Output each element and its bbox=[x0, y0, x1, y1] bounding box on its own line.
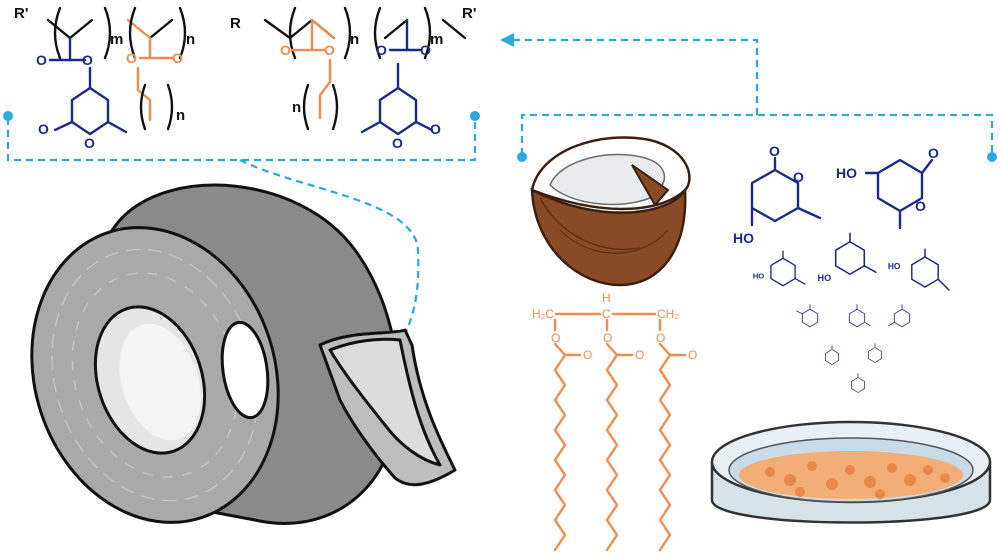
svg-text:HO: HO bbox=[753, 272, 765, 281]
svg-text:HO: HO bbox=[888, 261, 901, 271]
backbone-segment-4 bbox=[383, 18, 409, 40]
svg-text:O: O bbox=[280, 42, 291, 58]
alkyl-side-chain-left: O O n bbox=[126, 36, 185, 131]
arrowhead-left-icon bbox=[500, 33, 514, 47]
triglyceride-structure: H₂C H C CH₂ O O O O O O bbox=[532, 291, 697, 552]
svg-text:O: O bbox=[376, 42, 387, 58]
svg-text:O: O bbox=[172, 50, 183, 66]
svg-text:HO: HO bbox=[836, 165, 857, 181]
svg-text:O: O bbox=[82, 52, 93, 68]
pyrone-small-4 bbox=[825, 345, 839, 365]
bracket-4-close bbox=[423, 6, 432, 60]
connector-dot-left bbox=[3, 111, 13, 121]
svg-text:O: O bbox=[688, 348, 697, 362]
svg-text:O: O bbox=[928, 145, 939, 161]
fatty-acid-chain-3 bbox=[658, 353, 672, 552]
bracket-left-open bbox=[53, 6, 62, 60]
duct-tape-roll-icon bbox=[30, 183, 457, 525]
pyrone-medium-2: HO bbox=[818, 232, 877, 283]
pyrone-small-3 bbox=[888, 304, 911, 328]
pyrone-medium-1: HO bbox=[753, 250, 806, 287]
connector-dot-coconut bbox=[517, 152, 527, 162]
svg-text:HO: HO bbox=[818, 273, 832, 283]
bracket-3-open bbox=[288, 6, 297, 60]
alkyl-side-chain-right: O O n bbox=[280, 18, 339, 131]
dashed-connectors bbox=[3, 33, 997, 372]
svg-text:O: O bbox=[430, 121, 441, 137]
svg-text:O: O bbox=[915, 198, 926, 214]
svg-text:O: O bbox=[84, 135, 95, 151]
backbone-orange-2 bbox=[310, 18, 336, 40]
svg-text:O: O bbox=[420, 42, 431, 58]
fatty-acid-chain-1 bbox=[553, 353, 567, 552]
polymer-bracket-connector bbox=[6, 118, 477, 162]
svg-text:O: O bbox=[126, 50, 137, 66]
lactone-side-chain-left: O O O O bbox=[36, 36, 128, 151]
svg-text:O: O bbox=[551, 331, 560, 345]
bracket-2-close bbox=[178, 6, 187, 60]
lactone-side-chain-right: O O O O bbox=[360, 18, 441, 151]
triacetic-acid-lactone-molecules: O O HO O O HO HO HO bbox=[733, 143, 950, 393]
svg-text:O: O bbox=[392, 135, 403, 151]
pyrone-small-1 bbox=[796, 304, 819, 328]
svg-text:O: O bbox=[583, 348, 592, 362]
bracket-2-open bbox=[128, 6, 137, 60]
block-copolymer-structure: R' m n R n m R' O O O O O O bbox=[14, 5, 476, 151]
ch2-left-label: H₂C bbox=[532, 307, 554, 321]
repeat-m-left: m bbox=[110, 31, 123, 48]
backbone-segment-right bbox=[441, 18, 467, 40]
pyrone-large-1: O O HO bbox=[733, 143, 822, 246]
repeat-n-2: n bbox=[350, 31, 359, 48]
end-group-right: R' bbox=[462, 5, 476, 22]
bracket-3-close bbox=[343, 6, 352, 60]
petri-dish-icon bbox=[710, 420, 992, 524]
pyrone-medium-3: HO bbox=[888, 248, 950, 291]
repeat-m-right: m bbox=[430, 31, 443, 48]
ch2-right-label: CH₂ bbox=[657, 307, 679, 321]
coconut-icon bbox=[530, 136, 691, 287]
svg-text:O: O bbox=[38, 121, 49, 137]
pyrone-large-2: O O HO bbox=[836, 145, 939, 230]
svg-text:O: O bbox=[603, 331, 612, 345]
feedstock-bracket-connector bbox=[520, 113, 994, 155]
svg-text:HO: HO bbox=[733, 230, 754, 246]
bacterial-culture bbox=[739, 451, 963, 499]
connector-dot-right bbox=[470, 111, 480, 121]
backbone-segment-2 bbox=[148, 18, 174, 40]
bracket-4-open bbox=[373, 6, 382, 60]
pyrone-small-5 bbox=[868, 343, 882, 363]
svg-text:n: n bbox=[176, 107, 185, 124]
svg-text:O: O bbox=[656, 331, 665, 345]
svg-text:O: O bbox=[793, 169, 804, 185]
svg-text:O: O bbox=[769, 143, 780, 159]
fatty-acid-chain-2 bbox=[605, 353, 619, 552]
bracket-left-close bbox=[103, 6, 112, 60]
pyrone-small-2 bbox=[848, 304, 871, 328]
ch-middle-h: H bbox=[602, 291, 611, 305]
svg-text:n: n bbox=[292, 99, 301, 116]
connector-dot-pyrone bbox=[987, 152, 997, 162]
svg-text:O: O bbox=[635, 348, 644, 362]
linker-r: R bbox=[230, 15, 241, 32]
pyrone-small-6 bbox=[851, 373, 865, 393]
end-group-left: R' bbox=[14, 5, 28, 22]
svg-text:O: O bbox=[36, 52, 47, 68]
repeat-n-1: n bbox=[186, 31, 195, 48]
svg-text:O: O bbox=[324, 42, 335, 58]
ch-middle-c: C bbox=[602, 307, 611, 321]
feedstock-to-polymer-arrow bbox=[512, 38, 759, 115]
